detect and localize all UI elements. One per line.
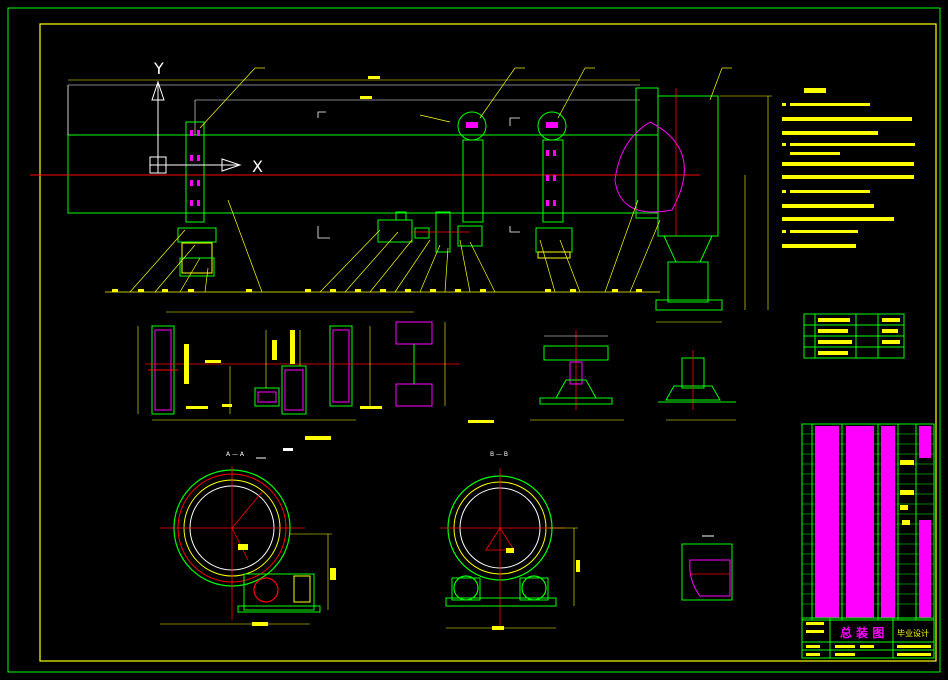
ucs-icon (149, 80, 242, 174)
drum-body (67, 134, 659, 214)
title-block (801, 617, 935, 659)
detail-view (681, 535, 733, 601)
riding-ring-1 (462, 139, 484, 223)
section-b-label: B — B (490, 451, 508, 458)
technical-requirements (782, 88, 915, 248)
drawing-name: 总 装 图 (840, 625, 884, 640)
ucs-x-label: X (252, 157, 263, 176)
outer-frame (7, 7, 941, 673)
section-a-a (160, 457, 336, 626)
section-a-label: A — A (226, 451, 245, 458)
gear-drive-detail (137, 311, 494, 440)
roller-support-detail (530, 330, 736, 421)
parts-table-small (803, 313, 905, 359)
feed-flange (185, 121, 205, 223)
border-frame (39, 23, 937, 662)
ucs-y-label: Y (153, 59, 164, 78)
discharge-hood (657, 95, 719, 237)
bill-of-materials (801, 423, 935, 621)
main-elevation-view (30, 67, 772, 323)
section-b-b (440, 468, 580, 630)
drive-motor (377, 219, 413, 243)
project-name: 毕业设计 (897, 628, 929, 638)
riding-ring-2 (542, 139, 564, 223)
